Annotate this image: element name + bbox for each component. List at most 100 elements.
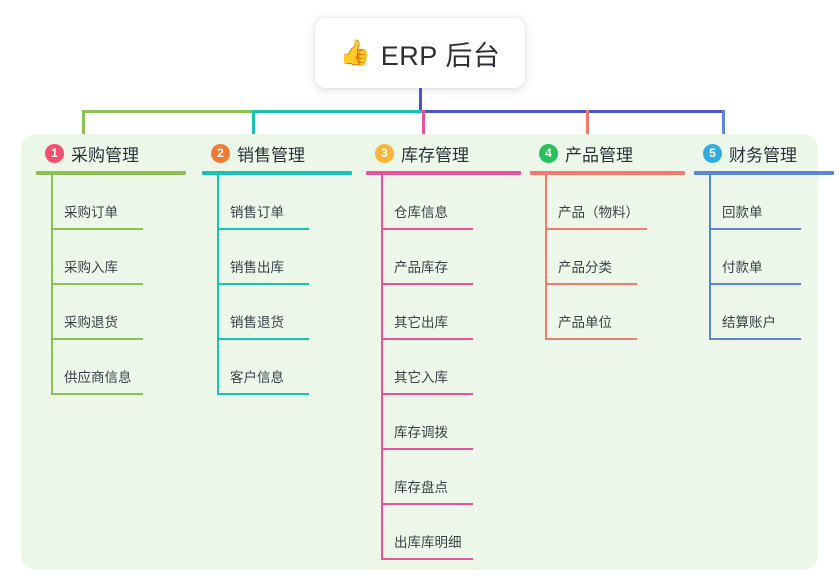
list-item[interactable]: 库存调拨 [366, 395, 521, 450]
list-item[interactable]: 销售订单 [202, 175, 352, 230]
list-item-label: 销售订单 [230, 205, 284, 220]
connector-bus-segment-2 [252, 110, 422, 113]
list-item[interactable]: 其它出库 [366, 285, 521, 340]
connector-drop-2 [252, 110, 255, 144]
column-items: 产品（物料） 产品分类产品单位 [530, 175, 685, 340]
list-item[interactable]: 采购入库 [36, 230, 186, 285]
list-item-underline [51, 283, 143, 285]
connector-drop-5 [722, 110, 725, 144]
column-items: 仓库信息产品库存其它出库其它入库库存调拨库存盘点出库库明细 [366, 175, 521, 560]
list-item-label: 产品单位 [558, 315, 612, 330]
list-item[interactable]: 其它入库 [366, 340, 521, 395]
list-item-underline [51, 393, 143, 395]
list-item-underline [545, 338, 637, 340]
list-item-underline [381, 448, 473, 450]
list-item[interactable]: 结算账户 [694, 285, 834, 340]
list-item-label: 产品库存 [394, 260, 448, 275]
column-items: 回款单付款单结算账户 [694, 175, 834, 340]
thumbs-up-icon: 👍 [339, 38, 371, 67]
column-title: 库存管理 [401, 145, 469, 165]
list-item-underline [545, 228, 647, 230]
list-item-underline [545, 283, 637, 285]
list-item-label: 库存盘点 [394, 480, 448, 495]
column-header[interactable]: 5 财务管理 [694, 140, 834, 166]
column-title: 销售管理 [237, 145, 305, 165]
connector-drop-3 [422, 110, 425, 144]
list-item-label: 出库库明细 [394, 535, 462, 550]
list-item-label: 客户信息 [230, 370, 284, 385]
list-item[interactable]: 供应商信息 [36, 340, 186, 395]
list-item-label: 付款单 [722, 260, 763, 275]
list-item-label: 库存调拨 [394, 425, 448, 440]
column-index-badge: 3 [375, 143, 394, 163]
branch-trunk-line [709, 175, 711, 340]
list-item-underline [381, 393, 473, 395]
list-item-underline [381, 338, 473, 340]
list-item[interactable]: 付款单 [694, 230, 834, 285]
list-item-label: 产品（物料） [558, 205, 639, 220]
list-item-underline [217, 393, 309, 395]
list-item[interactable]: 销售退货 [202, 285, 352, 340]
list-item-underline [51, 338, 143, 340]
column-header[interactable]: 3 库存管理 [366, 140, 521, 166]
column-index-badge: 2 [211, 143, 230, 163]
root-node[interactable]: 👍 ERP 后台 [315, 18, 525, 88]
column-产品管理: 4 产品管理产品（物料） 产品分类产品单位 [530, 140, 685, 340]
list-item-underline [217, 338, 309, 340]
column-index-badge: 4 [539, 143, 558, 163]
list-item-label: 其它出库 [394, 315, 448, 330]
branch-trunk-line [51, 175, 53, 395]
column-销售管理: 2 销售管理销售订单销售出库销售退货客户信息 [202, 140, 352, 395]
list-item-label: 销售退货 [230, 315, 284, 330]
column-title: 采购管理 [71, 145, 139, 165]
list-item-underline [381, 503, 473, 505]
column-items: 销售订单销售出库销售退货客户信息 [202, 175, 352, 395]
branch-panel [21, 134, 818, 570]
list-item[interactable]: 产品库存 [366, 230, 521, 285]
branch-trunk-line [381, 175, 383, 560]
list-item-label: 采购退货 [64, 315, 118, 330]
list-item-label: 其它入库 [394, 370, 448, 385]
connector-bus-segment-1 [82, 110, 252, 113]
list-item[interactable]: 仓库信息 [366, 175, 521, 230]
column-财务管理: 5 财务管理回款单付款单结算账户 [694, 140, 834, 340]
root-connector-vertical [419, 88, 422, 110]
list-item-underline [381, 558, 473, 560]
branch-trunk-line [545, 175, 547, 340]
column-index-badge: 5 [703, 143, 722, 163]
column-title: 财务管理 [729, 145, 797, 165]
column-库存管理: 3 库存管理仓库信息产品库存其它出库其它入库库存调拨库存盘点出库库明细 [366, 140, 521, 560]
list-item-label: 销售出库 [230, 260, 284, 275]
list-item[interactable]: 回款单 [694, 175, 834, 230]
list-item-underline [709, 228, 801, 230]
column-header[interactable]: 4 产品管理 [530, 140, 685, 166]
list-item[interactable]: 采购订单 [36, 175, 186, 230]
column-underline [530, 171, 685, 175]
list-item[interactable]: 产品单位 [530, 285, 685, 340]
list-item-label: 供应商信息 [64, 370, 132, 385]
list-item[interactable]: 采购退货 [36, 285, 186, 340]
column-underline [366, 171, 521, 175]
connector-drop-4 [586, 110, 589, 144]
connector-bus-segment-3 [422, 110, 722, 113]
list-item-label: 采购订单 [64, 205, 118, 220]
list-item[interactable]: 出库库明细 [366, 505, 521, 560]
list-item-label: 结算账户 [722, 315, 776, 330]
column-items: 采购订单采购入库采购退货供应商信息 [36, 175, 186, 395]
column-title: 产品管理 [565, 145, 633, 165]
list-item-underline [381, 283, 473, 285]
root-node-title: ERP 后台 [380, 40, 501, 71]
list-item[interactable]: 产品（物料） [530, 175, 685, 230]
list-item-underline [709, 283, 801, 285]
list-item[interactable]: 产品分类 [530, 230, 685, 285]
list-item[interactable]: 客户信息 [202, 340, 352, 395]
branch-trunk-line [217, 175, 219, 395]
connector-drop-1 [82, 110, 85, 144]
list-item[interactable]: 销售出库 [202, 230, 352, 285]
column-header[interactable]: 2 销售管理 [202, 140, 352, 166]
list-item-underline [217, 228, 309, 230]
list-item[interactable]: 库存盘点 [366, 450, 521, 505]
